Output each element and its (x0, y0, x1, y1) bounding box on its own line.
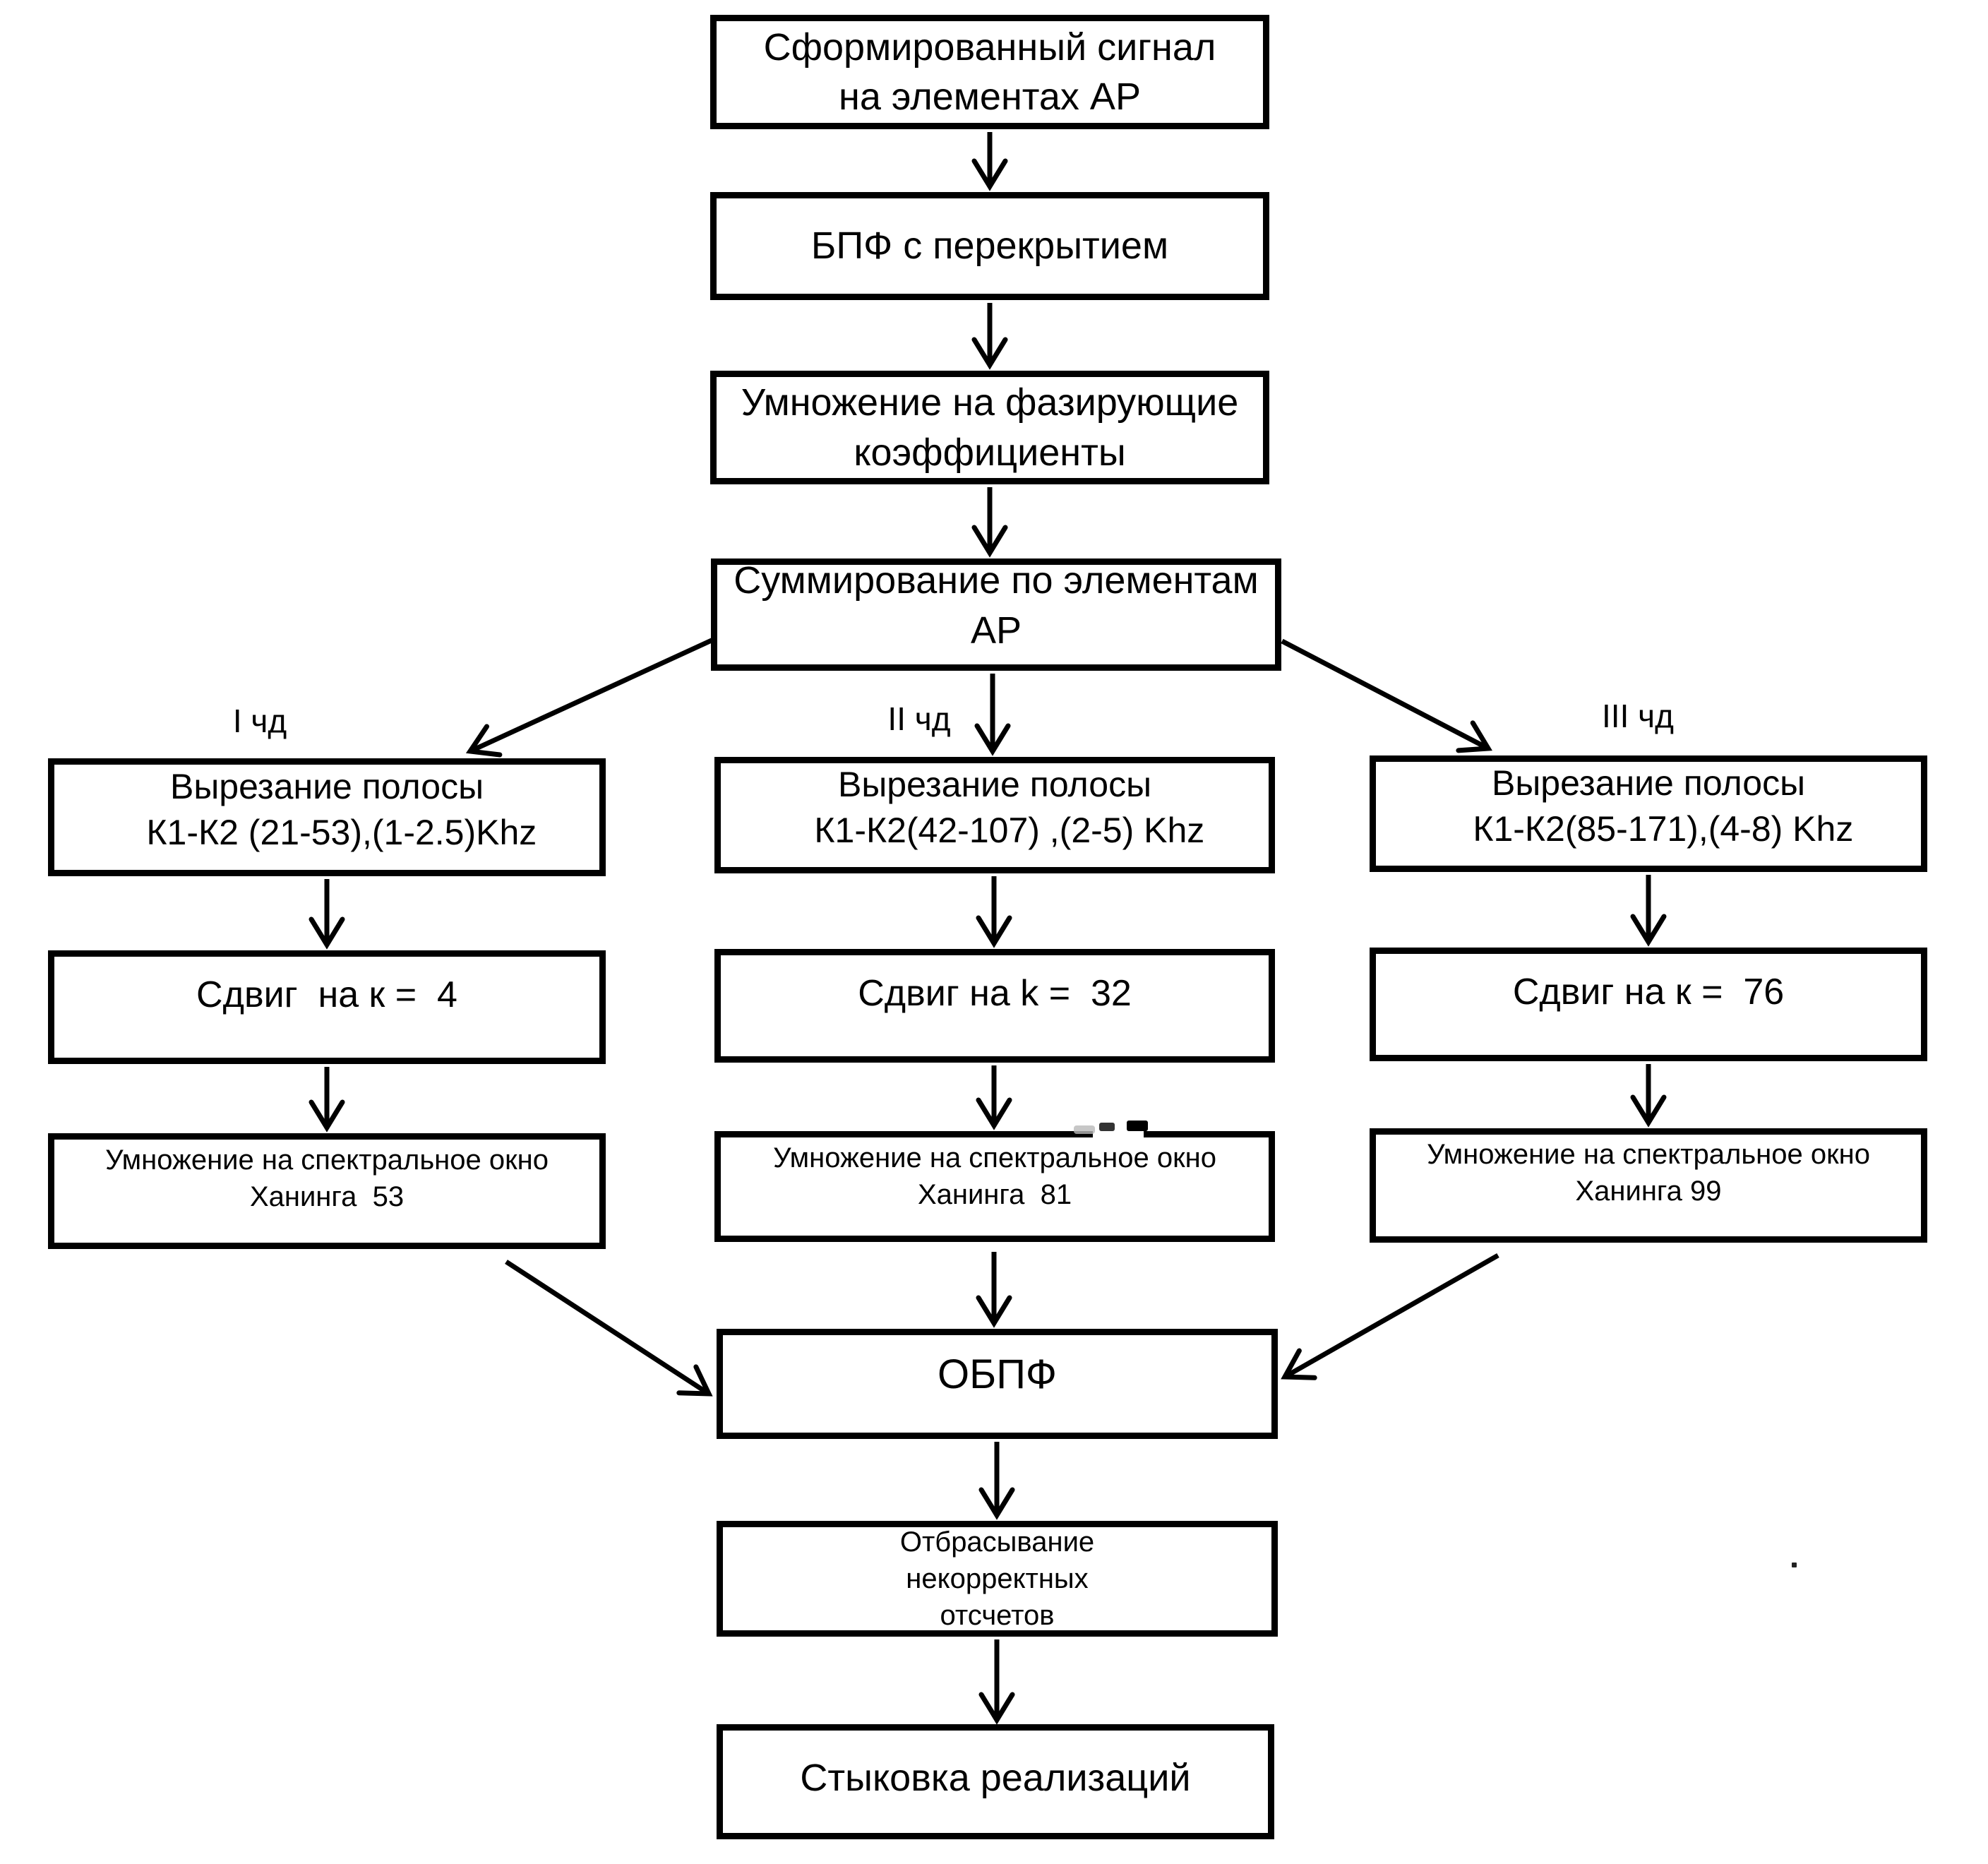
box-discard-samples-label: Отбрасывание некорректных отсчетов (899, 1527, 1095, 1631)
box-ifft-label: ОБПФ (938, 1351, 1057, 1398)
box-shift-2-label: Сдвиг на k = 32 (858, 972, 1132, 1014)
box-ifft: ОБПФ (717, 1329, 1278, 1439)
branch-label-2: II чд (887, 700, 951, 737)
scan-artifact (1099, 1123, 1115, 1131)
box-hanning-window-1: Умножение на спектральное окно Ханинга 5… (48, 1133, 606, 1249)
box-band-cut-2-label: Вырезание полосы К1-К2(42-107) ,(2-5) Kh… (814, 764, 1205, 850)
box-formed-signal-label: Сформированный сигнал на элементах АР (763, 25, 1216, 118)
box-band-cut-1-label: Вырезание полосы К1-К2 (21-53),(1-2.5)Kh… (146, 766, 537, 852)
box-band-cut-3: Вырезание полосы К1-К2(85-171),(4-8) Khz (1370, 755, 1927, 872)
branch-label-1: I чд (232, 703, 287, 739)
box-hanning-window-2-label: Умножение на спектральное окно Ханинга 8… (773, 1142, 1216, 1210)
box-fft-overlap-label: БПФ с перекрытием (810, 225, 1169, 268)
scan-artifact (1093, 1130, 1144, 1139)
scan-artifact (1127, 1121, 1148, 1131)
box-formed-signal: Сформированный сигнал на элементах АР (710, 15, 1269, 129)
box-fft-overlap: БПФ с перекрытием (710, 192, 1269, 300)
box-shift-3-label: Сдвиг на к = 76 (1512, 971, 1785, 1012)
box-hanning-window-2: Умножение на спектральное окно Ханинга 8… (714, 1131, 1275, 1242)
box-band-cut-2: Вырезание полосы К1-К2(42-107) ,(2-5) Kh… (714, 757, 1275, 873)
box-band-cut-3-label: Вырезание полосы К1-К2(85-171),(4-8) Khz (1473, 763, 1854, 849)
box-sum-elements-label: Суммирование по элементам АР (733, 559, 1269, 652)
box-hanning-window-3-label: Умножение на спектральное окно Ханинга 9… (1427, 1139, 1870, 1207)
arrow-summation-to-band-1 (465, 637, 714, 758)
box-sum-elements: Суммирование по элементам АР (711, 558, 1281, 671)
arrow-window1-to-ifft (505, 1260, 713, 1397)
box-phasing-multiply: Умножение на фазирующие коэффициенты (710, 371, 1269, 484)
box-hanning-window-1-label: Умножение на спектральное окно Ханинга 5… (105, 1145, 549, 1212)
box-shift-3: Сдвиг на к = 76 (1370, 948, 1927, 1061)
scan-speck (1792, 1563, 1797, 1567)
box-stitch-realizations: Стыковка реализаций (717, 1724, 1274, 1839)
box-discard-samples: Отбрасывание некорректных отсчетов (717, 1521, 1278, 1637)
arrow-window3-to-ifft (1281, 1253, 1499, 1380)
box-shift-1: Сдвиг на к = 4 (48, 950, 606, 1064)
branch-label-3: III чд (1602, 698, 1674, 734)
box-phasing-multiply-label: Умножение на фазирующие коэффициенты (741, 381, 1239, 474)
box-band-cut-1: Вырезание полосы К1-К2 (21-53),(1-2.5)Kh… (48, 758, 606, 876)
box-shift-1-label: Сдвиг на к = 4 (196, 974, 457, 1015)
scan-artifact (1074, 1125, 1095, 1134)
box-stitch-realizations-label: Стыковка реализаций (800, 1757, 1191, 1800)
arrow-summation-to-band-3 (1281, 638, 1492, 753)
box-hanning-window-3: Умножение на спектральное окно Ханинга 9… (1370, 1128, 1927, 1243)
box-shift-2: Сдвиг на k = 32 (714, 949, 1275, 1063)
